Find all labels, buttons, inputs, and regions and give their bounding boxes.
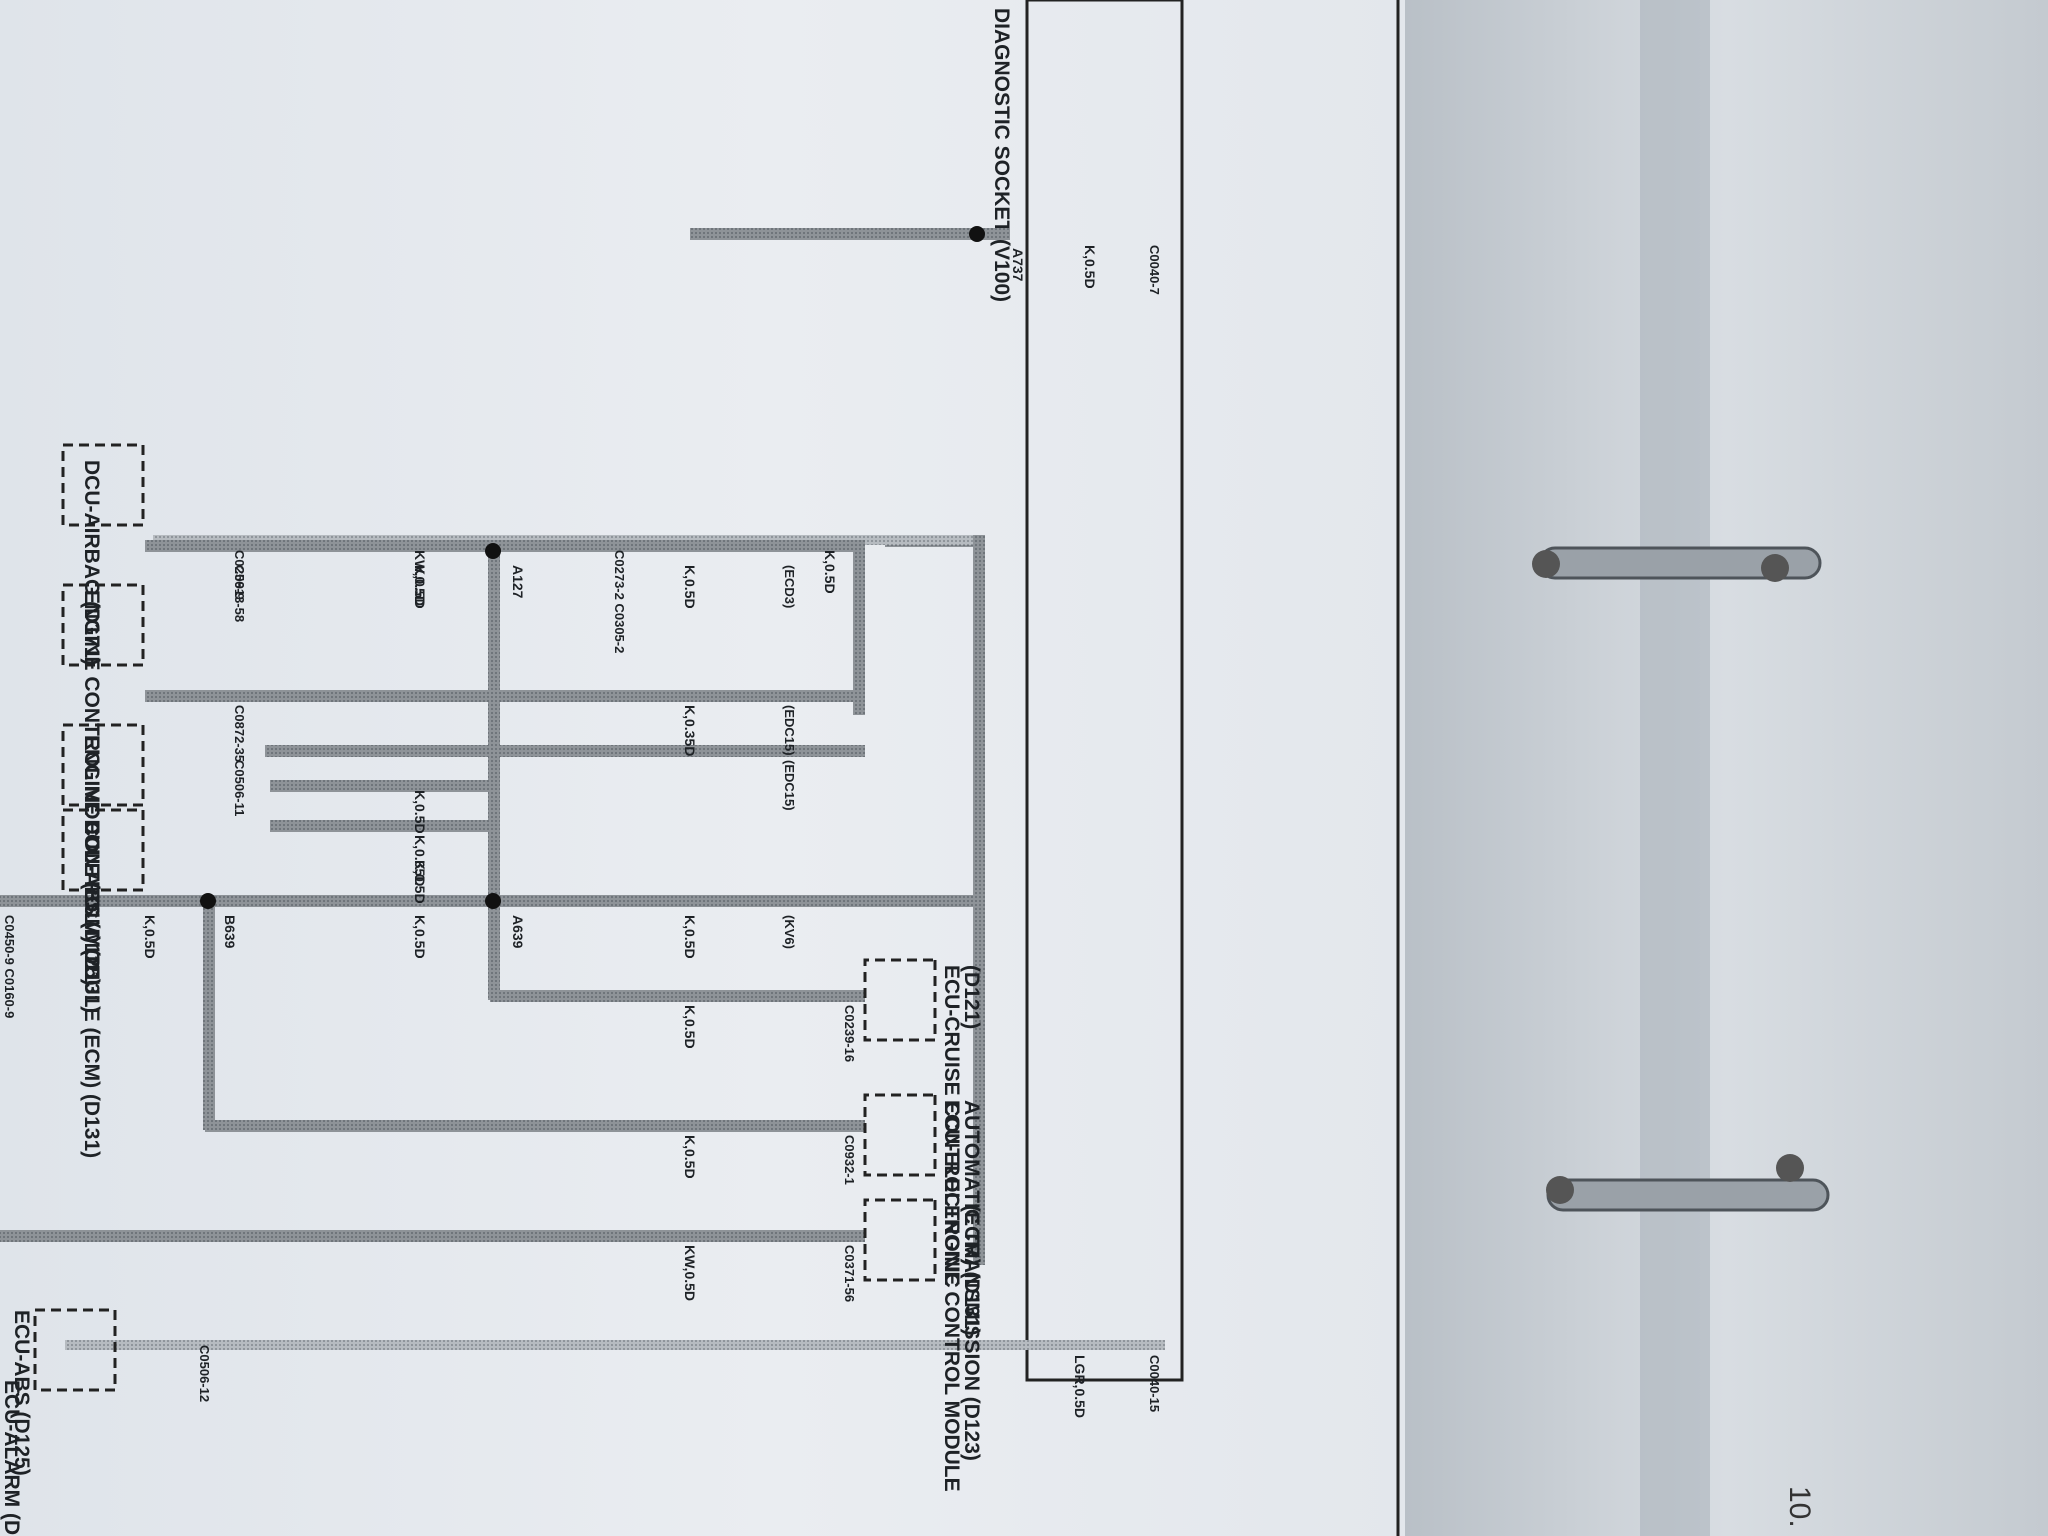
wire-label-b639: K,0.5D bbox=[142, 915, 158, 959]
splice-a639-label: A639 bbox=[510, 915, 526, 949]
box-ecm-left bbox=[863, 1198, 937, 1282]
connector-c0872-35: C0872-35 bbox=[232, 705, 247, 762]
wire-abs-branch-2 bbox=[270, 820, 490, 832]
variant-ecd3: (ECD3) bbox=[782, 565, 797, 608]
label-ecm-left-1: ENGINE CONTROL MODULE bbox=[940, 1205, 963, 1492]
splice-a737-label: A737 bbox=[1010, 248, 1026, 282]
connector-c0913-58: C0913-58 bbox=[232, 565, 247, 622]
box-abs-2 bbox=[33, 1308, 117, 1392]
wire-ecm-ecd3 bbox=[145, 540, 865, 552]
variant-edc15-1: (EDC15) bbox=[782, 705, 797, 756]
wire-label-ecd3: K,0.5D bbox=[682, 565, 698, 609]
ecu-boxes bbox=[33, 443, 937, 1392]
label-ecu-cruise-2: (D121) bbox=[960, 965, 983, 1029]
wire-label-abs-1: K,0.5D bbox=[412, 860, 428, 904]
splice-b639 bbox=[200, 893, 216, 909]
box-abs-1 bbox=[61, 808, 145, 892]
page-number: 10. bbox=[1783, 1486, 1816, 1528]
connector-c0506-11: C0506-11 bbox=[232, 760, 247, 816]
wire-abs-branch-1 bbox=[270, 780, 500, 792]
splice-a639 bbox=[485, 893, 501, 909]
wire-label-airbag: KW,0.5D bbox=[412, 550, 428, 606]
wire-label-cruise: K,0.5D bbox=[682, 1005, 698, 1049]
wire-abs-edc15 bbox=[265, 745, 865, 757]
splice-a127-label: A127 bbox=[510, 565, 526, 599]
connector-c0506-12: C0506-12 bbox=[197, 1345, 212, 1402]
wire-label-airbag-top: K,0.5D bbox=[822, 550, 838, 594]
wire-label-edc15-ecm: K,0.35D bbox=[682, 705, 698, 756]
wires bbox=[0, 228, 1165, 1350]
connector-c0932-1: C0932-1 bbox=[842, 1135, 857, 1185]
wire-ecm-left bbox=[0, 1230, 865, 1242]
box-ecm-1 bbox=[61, 583, 145, 667]
paper-page bbox=[0, 0, 1405, 1536]
label-ecm-2: ENGINE CONTROL MODULE (ECM) (D131) bbox=[80, 735, 103, 1158]
connector-c0371-56: C0371-56 bbox=[842, 1245, 857, 1302]
wire-label-a127: K,0.5D bbox=[412, 565, 428, 609]
label-ecm-1: ENGINE CONTROL MODULE (ECM) (D131) bbox=[80, 590, 103, 1013]
label-ecu-cruise-1: ECU-CRUISE CONTROL bbox=[940, 965, 963, 1206]
label-ecm-left-2: (ECM) (D131) bbox=[960, 1205, 983, 1336]
variant-kv6: (KV6) bbox=[782, 915, 797, 949]
binder-ring-bottom bbox=[1546, 1154, 1830, 1212]
label-ecu-abs-1: ECU-ABS (D125) bbox=[80, 820, 103, 986]
variant-edc15-2: (EDC15) bbox=[782, 760, 797, 811]
splice-a127 bbox=[485, 543, 501, 559]
connector-c0239-16: C0239-16 bbox=[842, 1005, 857, 1062]
wire-a639-cross bbox=[488, 820, 500, 1000]
box-transmission bbox=[863, 1093, 937, 1177]
wire-main-trunk bbox=[690, 228, 1010, 240]
wire-label-transmission: K,0.5D bbox=[682, 1135, 698, 1179]
wire-label-kv6: K,0.5D bbox=[682, 915, 698, 959]
wire-label-abs-3: K,0.5D bbox=[412, 790, 428, 834]
binder-spine bbox=[1640, 0, 1710, 1536]
wire-label-a639: K,0.5D bbox=[412, 915, 428, 959]
label-ecu-alarm: ECU-ALARM (D111) bbox=[0, 1380, 23, 1536]
wire-a127-cross bbox=[488, 545, 500, 910]
wire-a737-branch bbox=[853, 620, 865, 690]
label-ecu-abs-2: ECU-ABS (D125) bbox=[10, 1310, 33, 1476]
connector-c0256-9: C0256-9 bbox=[232, 550, 247, 600]
binder-ring-top bbox=[1532, 546, 1822, 582]
wiring-diagram: DIAGNOSTIC SOCKET (V100) A737 A127 A639 … bbox=[0, 0, 1184, 1536]
label-ecu-at-2: AUTOMATIC TRANSMISSION (D123) bbox=[960, 1100, 983, 1461]
wire-lgr bbox=[65, 1340, 1165, 1350]
wire-transmission bbox=[205, 1120, 865, 1132]
label-ecu-at-1: ECU-ELECTRONIC bbox=[940, 1100, 963, 1288]
connector-c0040-15: C0040-15 bbox=[1147, 1355, 1162, 1412]
binder-pages bbox=[1405, 0, 2048, 1536]
diagnostic-socket-box bbox=[1025, 0, 1184, 1382]
connector-c0450-c0160: C0450-9 C0160-9 bbox=[2, 915, 17, 1018]
box-ecm-2 bbox=[61, 723, 145, 807]
wire-label-main: K,0.5D bbox=[1082, 245, 1098, 289]
wire-b639-cross bbox=[203, 905, 215, 1130]
wire-ecm-edc15 bbox=[145, 690, 865, 702]
connector-c0273-c0305: C0273-2 C0305-2 bbox=[612, 550, 627, 653]
wire-cruise bbox=[490, 990, 865, 1002]
wire-label-abs-2: K,0.35D bbox=[412, 835, 428, 886]
connector-c0040-7: C0040-7 bbox=[1147, 245, 1162, 295]
box-cruise bbox=[863, 958, 937, 1042]
label-dcu-airbag: DCU-AIRBAG (D171) bbox=[80, 460, 103, 665]
wire-label-lgr: LGR,0.5D bbox=[1072, 1355, 1088, 1418]
splice-a737 bbox=[969, 226, 985, 242]
splice-b639-label: B639 bbox=[222, 915, 238, 949]
wire-label-ecm-left: KW,0.5D bbox=[682, 1245, 698, 1301]
box-airbag bbox=[61, 443, 145, 527]
